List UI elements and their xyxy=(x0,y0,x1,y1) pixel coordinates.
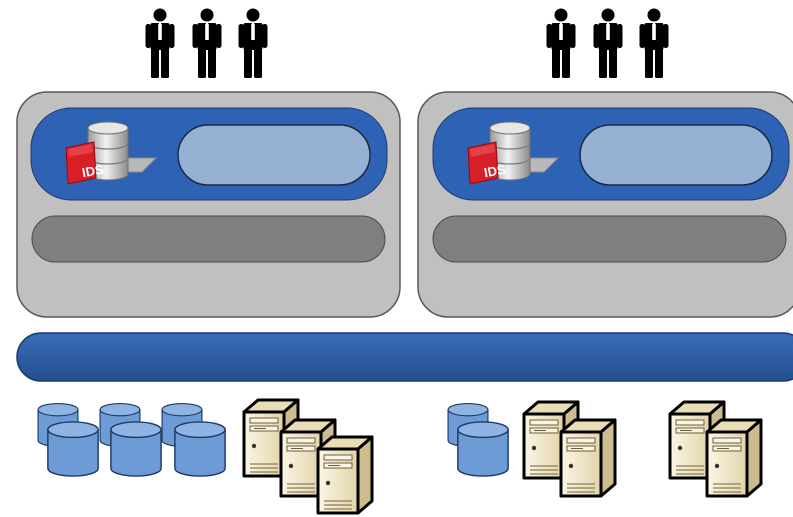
disk-icon xyxy=(47,421,99,477)
user-group-left xyxy=(145,8,268,78)
person-icon xyxy=(145,8,175,78)
person-icon xyxy=(238,8,268,78)
ids-logo-icon: IDS xyxy=(81,162,105,181)
disk-icon xyxy=(457,421,509,477)
network-bus xyxy=(16,332,793,382)
instance-pill xyxy=(177,124,371,186)
storage-bar xyxy=(31,215,386,263)
server-icon xyxy=(705,418,763,498)
server-icon xyxy=(559,418,617,498)
ids-logo-icon: IDS xyxy=(483,162,507,181)
server-panel-left: IDS xyxy=(16,91,401,318)
person-icon xyxy=(593,8,623,78)
storage-bar xyxy=(432,215,787,263)
disk-icon xyxy=(110,421,162,477)
server-icon xyxy=(316,435,374,515)
person-icon xyxy=(192,8,222,78)
server-cluster-right xyxy=(668,400,763,498)
disk-cluster-left xyxy=(37,402,226,477)
server-cluster-middle xyxy=(522,400,617,498)
person-icon xyxy=(639,8,669,78)
instance-pill xyxy=(579,124,773,186)
disk-icon xyxy=(174,421,226,477)
disk-cluster-middle xyxy=(447,402,509,477)
server-panel-right: IDS xyxy=(417,91,793,318)
server-cluster-left xyxy=(242,398,374,515)
user-group-right xyxy=(546,8,669,78)
person-icon xyxy=(546,8,576,78)
